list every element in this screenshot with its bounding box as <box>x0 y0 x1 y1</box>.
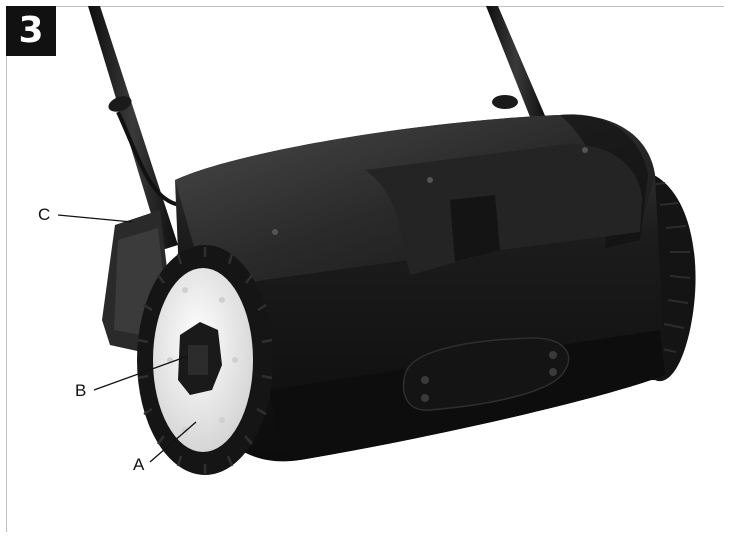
front-wheel-treads <box>137 247 273 474</box>
callout-label-c: C <box>38 205 51 224</box>
figure-number-badge: 3 <box>6 6 56 56</box>
cable <box>116 111 181 207</box>
handle-clamp-left <box>108 96 132 112</box>
badge-plate <box>402 337 570 411</box>
callout-line-a <box>149 421 197 463</box>
callout-line-c <box>57 214 133 223</box>
left-handle-bar <box>88 6 178 250</box>
handle-clamp-right <box>492 95 518 109</box>
figure-frame <box>6 6 724 532</box>
callout-label-b: B <box>75 381 87 400</box>
callout-line-b <box>93 355 189 391</box>
right-handle-bar <box>486 6 546 122</box>
callout-label-a: A <box>133 455 145 474</box>
top-raised-panel <box>365 144 642 275</box>
